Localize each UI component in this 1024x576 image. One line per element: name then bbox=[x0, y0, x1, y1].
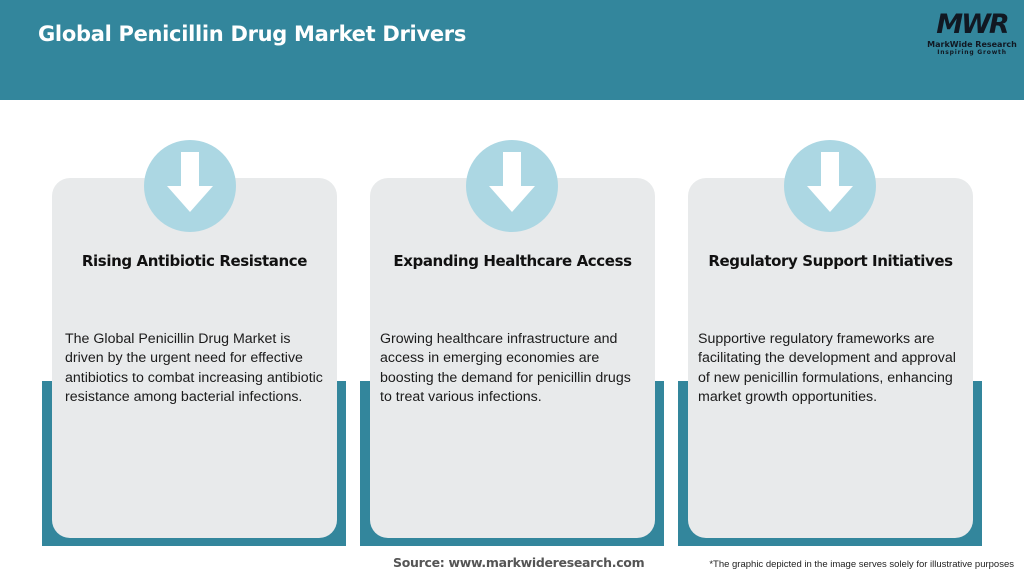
logo-tagline: Inspiring Growth bbox=[937, 49, 1007, 56]
arrow-down-icon bbox=[807, 152, 853, 212]
driver-card-3: Regulatory Support Initiatives Supportiv… bbox=[688, 178, 973, 538]
arrow-down-icon bbox=[167, 152, 213, 212]
card-title: Rising Antibiotic Resistance bbox=[81, 252, 308, 270]
card-body: Supportive regulatory frameworks are fac… bbox=[698, 331, 956, 405]
logo-name: MarkWide Research bbox=[927, 40, 1017, 49]
arrow-down-icon bbox=[489, 152, 535, 212]
header-banner: Global Penicillin Drug Market Drivers MW… bbox=[0, 0, 1024, 100]
card-title: Expanding Healthcare Access bbox=[393, 252, 632, 270]
logo-mark: MWR bbox=[936, 9, 1009, 40]
icon-circle bbox=[466, 140, 558, 232]
card-body: The Global Penicillin Drug Market is dri… bbox=[65, 331, 323, 405]
disclaimer-note: *The graphic depicted in the image serve… bbox=[709, 559, 1014, 570]
icon-circle bbox=[144, 140, 236, 232]
card-body: Growing healthcare infrastructure and ac… bbox=[380, 331, 631, 405]
driver-card-2: Expanding Healthcare Access Growing heal… bbox=[370, 178, 655, 538]
markwide-logo: MWR MarkWide Research Inspiring Growth bbox=[924, 10, 1020, 58]
source-credit: Source: www.markwideresearch.com bbox=[393, 555, 645, 570]
driver-card-1: Rising Antibiotic Resistance The Global … bbox=[52, 178, 337, 538]
page-title: Global Penicillin Drug Market Drivers bbox=[38, 22, 467, 46]
card-title: Regulatory Support Initiatives bbox=[708, 252, 953, 270]
icon-circle bbox=[784, 140, 876, 232]
